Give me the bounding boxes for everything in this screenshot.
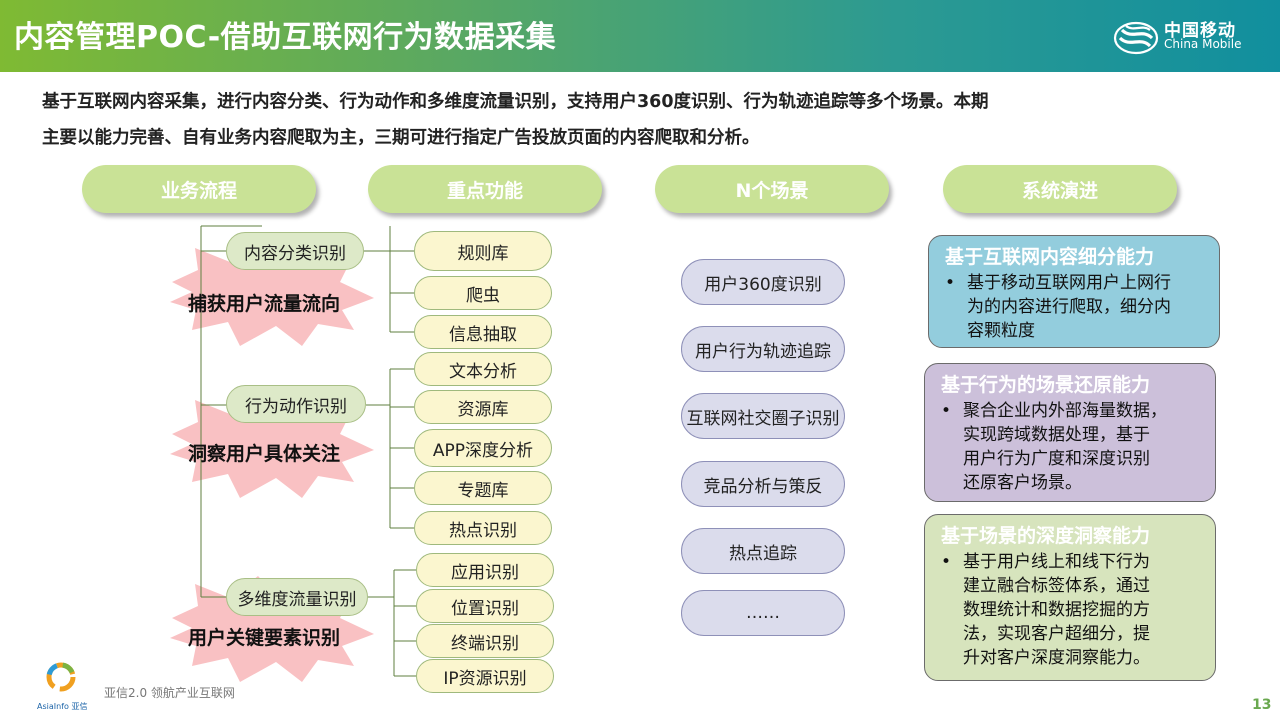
process-node-multidim-traffic: 多维度流量识别 — [226, 578, 368, 616]
evolution-box-1: 基于互联网内容细分能力 • 基于移动互联网用户上网行 为的内容进行爬取，细分内 … — [928, 235, 1220, 348]
function-node: 文本分析 — [414, 352, 552, 386]
bullet-marker: • — [945, 273, 956, 293]
scene-item: 互联网社交圈子识别 — [681, 393, 845, 439]
intro-line-2: 主要以能力完善、自有业务内容爬取为主，三期可进行指定广告投放页面的内容爬取和分析… — [42, 128, 760, 148]
scene-item: 竞品分析与策反 — [681, 461, 845, 507]
burst-label-2: 洞察用户具体关注 — [188, 443, 341, 465]
function-node: 资源库 — [414, 390, 552, 424]
function-node: IP资源识别 — [416, 659, 554, 693]
bullet-marker: • — [941, 552, 952, 572]
function-node: 位置识别 — [416, 589, 554, 623]
scene-item: 热点追踪 — [681, 528, 845, 574]
function-node: 热点识别 — [414, 511, 552, 545]
burst-label-3: 用户关键要素识别 — [188, 627, 341, 649]
evolution-title: 基于行为的场景还原能力 — [941, 374, 1151, 396]
footer-slogan: 亚信2.0 领航产业互联网 — [104, 686, 235, 700]
burst-label-1: 捕获用户流量流向 — [188, 293, 341, 315]
evolution-title: 基于场景的深度洞察能力 — [941, 525, 1151, 547]
evolution-text: 基于用户线上和线下行为 建立融合标签体系，通过 数理统计和数据挖掘的方 法，实现… — [963, 552, 1150, 668]
evolution-text: 聚合企业内外部海量数据， 实现跨域数据处理，基于 用户行为广度和深度识别 还原客… — [963, 401, 1167, 493]
scene-item: 用户360度识别 — [681, 259, 845, 305]
function-node: 爬虫 — [414, 276, 552, 310]
evolution-box-3: 基于场景的深度洞察能力 • 基于用户线上和线下行为 建立融合标签体系，通过 数理… — [924, 514, 1216, 681]
header-functions: 重点功能 — [368, 165, 602, 213]
header-bar — [0, 0, 1280, 72]
function-node: 应用识别 — [416, 553, 554, 587]
function-node: 信息抽取 — [414, 315, 552, 349]
intro-line-1: 基于互联网内容采集，进行内容分类、行为动作和多维度流量识别，支持用户360度识别… — [42, 92, 989, 112]
header-evolution: 系统演进 — [943, 165, 1177, 213]
function-node: 终端识别 — [416, 624, 554, 658]
page-number: 13 — [1252, 697, 1272, 713]
scene-item: 用户行为轨迹追踪 — [681, 326, 845, 372]
slide-title: 内容管理POC-借助互联网行为数据采集 — [14, 20, 557, 55]
function-node: 专题库 — [414, 471, 552, 505]
header-process: 业务流程 — [82, 165, 316, 213]
function-node: 规则库 — [414, 231, 552, 271]
china-mobile-logo — [1112, 18, 1272, 58]
evolution-title: 基于互联网内容细分能力 — [945, 246, 1155, 268]
asiainfo-brand-name: AsiaInfo 亚信 — [37, 702, 88, 711]
header-scenes: N个场景 — [655, 165, 889, 213]
china-mobile-logo-icon — [1113, 21, 1159, 55]
bullet-marker: • — [941, 401, 952, 421]
scene-item: …… — [681, 590, 845, 636]
process-node-content-classification: 内容分类识别 — [226, 232, 364, 270]
asiainfo-logo-icon — [46, 662, 76, 692]
evolution-text: 基于移动互联网用户上网行 为的内容进行爬取，细分内 容颗粒度 — [967, 273, 1171, 341]
logo-name-en: China Mobile — [1164, 37, 1242, 51]
function-node: APP深度分析 — [414, 429, 552, 467]
evolution-box-2: 基于行为的场景还原能力 • 聚合企业内外部海量数据， 实现跨域数据处理，基于 用… — [924, 363, 1216, 502]
logo-name-cn: 中国移动 — [1164, 21, 1236, 41]
process-node-behavior-action: 行为动作识别 — [226, 385, 366, 423]
